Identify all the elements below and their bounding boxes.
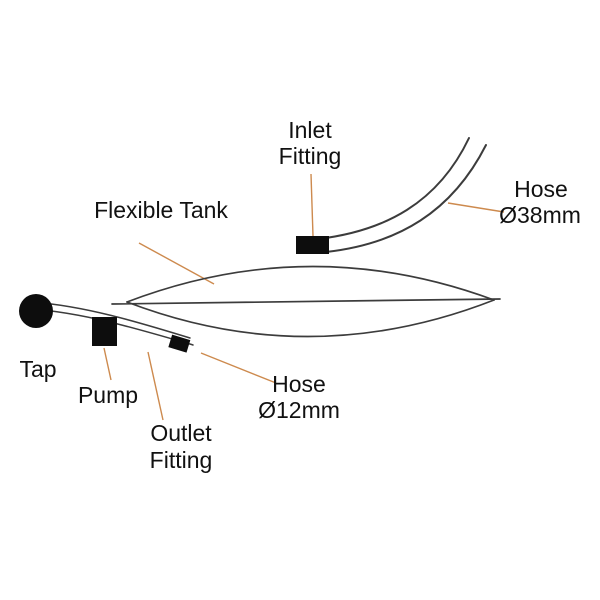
label-outlet-fitting-line1: Outlet [150,420,212,446]
leader-hose-38 [447,202,505,213]
tank-top-outline [126,265,495,303]
inlet-fitting-shape [296,236,329,254]
hose-38-lower-line [325,144,487,253]
tank-bottom-outline [126,299,495,338]
leader-lines [103,173,505,421]
outlet-fitting-shape [168,334,191,353]
label-hose-38-line2: Ø38mm [499,202,581,228]
leader-pump [103,347,112,381]
tank-group [111,265,501,338]
label-hose-12-line1: Hose [272,371,326,397]
label-hose-38-line1: Hose [514,176,568,202]
leader-outlet-fitting [147,351,164,421]
label-flexible-tank: Flexible Tank [94,197,228,223]
label-tap: Tap [19,356,56,382]
hose-38-group [317,137,487,253]
label-pump: Pump [78,382,138,408]
label-outlet-fitting-line2: Fitting [150,447,213,473]
tap-shape [19,294,53,328]
label-hose-12-line2: Ø12mm [258,397,340,423]
label-inlet-fitting-line1: Inlet [288,117,332,143]
leader-hose-12 [200,352,277,384]
pump-shape [92,317,117,346]
leader-flexible-tank [138,242,215,285]
hose-38-upper-line [317,137,470,240]
solid-components [19,236,329,353]
label-inlet-fitting-line2: Fitting [279,143,342,169]
leader-inlet-fitting [310,173,314,237]
labels-group: Inlet Fitting Hose Ø38mm Flexible Tank T… [19,117,580,473]
tank-seam-line [111,298,501,305]
